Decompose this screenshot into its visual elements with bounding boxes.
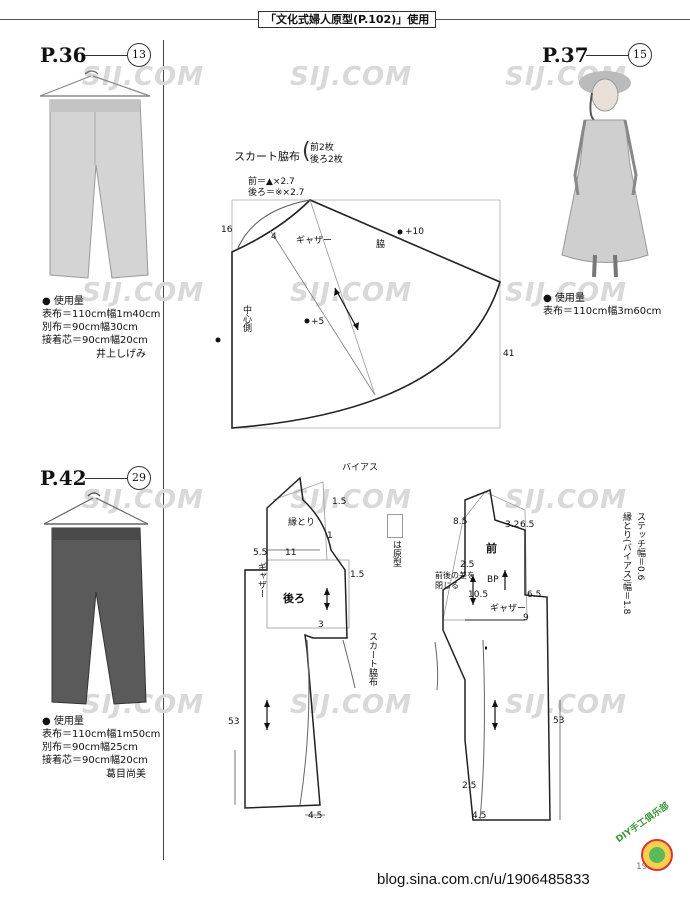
bp-label: BP bbox=[487, 575, 499, 585]
usage-title: ● 使用量 bbox=[543, 293, 585, 304]
dim-5-5: 5.5 bbox=[253, 548, 268, 558]
side-label: 脇 bbox=[376, 240, 386, 250]
circle-number: 29 bbox=[127, 466, 151, 490]
watermark: SIJ.COM bbox=[505, 278, 628, 308]
close-diff-note: 前後の差を閉じる bbox=[435, 571, 475, 590]
dress-model-photo bbox=[561, 71, 649, 278]
dim-4-5: 4.5 bbox=[308, 811, 323, 821]
dim-53: 53 bbox=[553, 716, 565, 726]
dim-41: 41 bbox=[503, 349, 515, 359]
page-ref: P.36 bbox=[40, 43, 87, 67]
gather-label: ギャザー bbox=[296, 236, 333, 246]
prototype-note: は原型 bbox=[391, 540, 401, 567]
center-side-label: 中心側 bbox=[241, 305, 251, 332]
skirt-count-back: 後ろ2枚 bbox=[310, 155, 343, 165]
page-number: 192 bbox=[636, 862, 654, 872]
usage-title-text: 使用量 bbox=[53, 716, 84, 727]
circle-number: 13 bbox=[127, 43, 151, 67]
pants-illustration-light bbox=[39, 70, 151, 279]
usage-title: ● 使用量 bbox=[42, 296, 84, 307]
bracket-left: ( bbox=[302, 139, 311, 164]
back-bodice-drawing bbox=[234, 476, 356, 816]
brand-logo bbox=[641, 839, 673, 871]
pants-illustration-dark bbox=[43, 492, 149, 705]
skirt-count-front: 前2枚 bbox=[310, 143, 334, 153]
dim-9: 9 bbox=[523, 613, 529, 623]
dim-53: 53 bbox=[228, 717, 240, 727]
footer-url: blog.sina.com.cn/u/1906485833 bbox=[377, 871, 590, 888]
ref-rule bbox=[85, 478, 127, 479]
usage-line: 接着芯＝90cm幅20cm bbox=[42, 335, 148, 346]
back-label: 後ろ bbox=[283, 592, 305, 605]
watermark: SIJ.COM bbox=[290, 485, 413, 515]
header-title: 「文化式婦人原型(P.102)」使用 bbox=[258, 11, 437, 28]
watermark: SIJ.COM bbox=[82, 278, 205, 308]
dim-1: 1 bbox=[327, 531, 333, 541]
usage-line: 表布＝110cm幅3m60cm bbox=[543, 306, 662, 317]
plus5-label: +5 bbox=[311, 317, 325, 327]
gather-label: ギャザー bbox=[256, 562, 266, 598]
author: 葛目尚美 bbox=[106, 769, 146, 780]
bias-tape-label: 縁とり bbox=[288, 518, 316, 528]
back-formula: 後ろ＝※×2.7 bbox=[248, 188, 305, 198]
watermark: SIJ.COM bbox=[82, 62, 205, 92]
skirt-side-label: スカート脇布 bbox=[367, 632, 377, 686]
watermark: SIJ.COM bbox=[82, 485, 205, 515]
column-divider bbox=[163, 40, 164, 860]
dim-16: 16 bbox=[221, 225, 233, 235]
dim-4: 4 bbox=[271, 232, 277, 242]
front-formula: 前＝▲×2.7 bbox=[248, 177, 295, 187]
gather-label: ギャザー bbox=[490, 604, 527, 614]
usage-line: 表布＝110cm幅1m50cm bbox=[42, 729, 161, 740]
usage-line: 表布＝110cm幅1m40cm bbox=[42, 309, 161, 320]
dim-4-5: 4.5 bbox=[472, 811, 487, 821]
usage-line: 別布＝90cm幅25cm bbox=[42, 742, 138, 753]
dim-2-5b: 2.5 bbox=[462, 781, 477, 791]
dim-1-5: 1.5 bbox=[350, 570, 365, 580]
dim-3-2: 3.2 bbox=[505, 520, 520, 530]
dim-8-5: 8.5 bbox=[453, 517, 468, 527]
prototype-swatch bbox=[387, 514, 403, 538]
circle-number: 15 bbox=[628, 43, 652, 67]
front-bodice-drawing bbox=[434, 488, 561, 821]
skirt-pattern-title: スカート脇布 bbox=[234, 150, 300, 163]
bias-label: バイアス bbox=[342, 463, 379, 473]
usage-title-text: 使用量 bbox=[554, 293, 585, 304]
page-ref: P.37 bbox=[542, 43, 589, 67]
usage-line: 別布＝90cm幅30cm bbox=[42, 322, 138, 333]
dim-2-5: 2.5 bbox=[460, 560, 475, 570]
usage-title-text: 使用量 bbox=[53, 296, 84, 307]
dim-10-5: 10.5 bbox=[468, 590, 489, 600]
ref-rule bbox=[586, 55, 628, 56]
stitch-note: ステッチ幅＝0.6 bbox=[635, 512, 645, 581]
watermark: SIJ.COM bbox=[505, 690, 628, 720]
dim-6-5: 6.5 bbox=[520, 520, 535, 530]
ref-rule bbox=[85, 55, 127, 56]
dim-3: 3 bbox=[318, 620, 324, 630]
usage-line: 接着芯＝90cm幅20cm bbox=[42, 755, 148, 766]
plus10-label: +10 bbox=[405, 227, 424, 237]
skirt-pattern-drawing bbox=[215, 199, 501, 429]
dim-1-5: 1.5 bbox=[332, 497, 347, 507]
dim-6-5b: 6.5 bbox=[527, 590, 542, 600]
dim-11: 11 bbox=[285, 548, 297, 558]
author: 井上しげみ bbox=[96, 349, 146, 360]
page-ref: P.42 bbox=[40, 466, 87, 490]
front-label: 前 bbox=[486, 542, 497, 555]
usage-title: ● 使用量 bbox=[42, 716, 84, 727]
watermark: SIJ.COM bbox=[290, 62, 413, 92]
binding-note: 縁とり(バイアス)幅＝1.8 bbox=[621, 512, 631, 615]
